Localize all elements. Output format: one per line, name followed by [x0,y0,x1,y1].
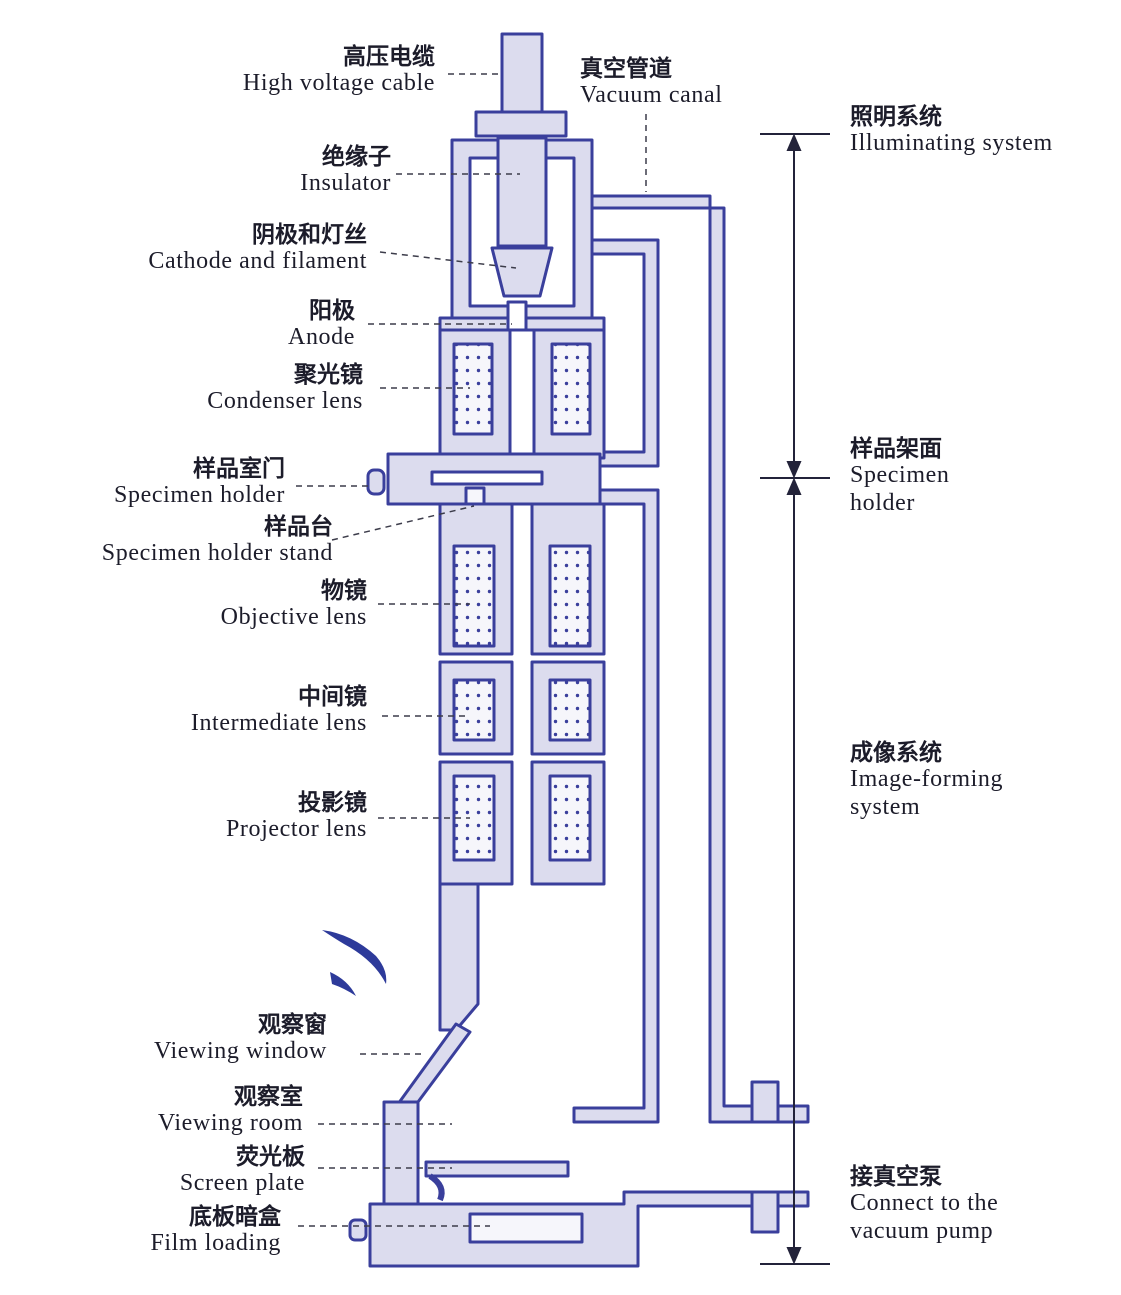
label-illuminating-zh: 照明系统 [850,104,942,130]
pump-port-upper [750,1080,780,1124]
vacuum-tubes [570,194,810,1124]
label-insulator-en: Insulator [300,170,391,197]
label-screen-plate-en: Screen plate [179,1170,305,1197]
label-objective: 物镜 Objective lens [221,578,367,632]
viewing-window-arm [396,1022,472,1112]
label-film-loading-zh: 底板暗盒 [189,1204,281,1230]
intermediate-coil-right-dots [550,680,590,740]
pump-port-lower [750,1190,780,1234]
label-film-loading-en: Film loading [150,1230,281,1257]
label-film-loading: 底板暗盒 Film loading [150,1204,281,1258]
label-specimen-plane-zh: 样品架面 [850,436,942,462]
label-objective-zh: 物镜 [321,578,367,604]
label-viewing-window: 观察窗 Viewing window [154,1012,327,1066]
label-projector-zh: 投影镜 [298,790,367,816]
label-intermediate: 中间镜 Intermediate lens [191,684,367,738]
label-specimen-stand: 样品台 Specimen holder stand [102,514,333,568]
lower-column [438,882,480,1032]
decorative-brush-stroke [322,930,387,996]
label-vacuum-pump-zh: 接真空泵 [850,1164,942,1190]
label-hv-cable-zh: 高压电缆 [343,44,435,70]
label-projector: 投影镜 Projector lens [226,790,367,844]
leader-specimen-stand [331,505,475,541]
label-insulator: 绝缘子 Insulator [300,144,391,198]
condenser-coil-right-dots [552,344,590,434]
system-brackets [760,133,830,1265]
label-hv-cable-en: High voltage cable [242,70,435,97]
label-specimen-door: 样品室门 Specimen holder [114,456,285,510]
label-vacuum-canal-en: Vacuum canal [580,82,723,109]
label-viewing-room-en: Viewing room [157,1110,303,1137]
condenser-coil-left-dots [454,344,492,434]
label-condenser: 聚光镜 Condenser lens [207,362,363,416]
film-handle [348,1218,368,1242]
vacuum-canal-outer [570,194,810,1124]
label-image-forming-system: 成像系统 Image-forming system [850,740,1003,822]
label-anode: 阳极 Anode [288,298,355,352]
screen-plate-shape [424,1160,570,1178]
viewing-room-wall [382,1100,420,1212]
film-tray [468,1212,584,1244]
label-viewing-window-zh: 观察窗 [258,1012,327,1038]
label-vacuum-canal: 真空管道 Vacuum canal [580,56,722,110]
objective-coil-right-dots [550,546,590,646]
label-anode-en: Anode [288,324,355,351]
label-hv-cable: 高压电缆 High voltage cable [243,44,435,98]
hv-cable-shape [500,32,544,116]
label-projector-en: Projector lens [225,816,367,843]
projector-coil-right-dots [550,776,590,860]
leader-cathode [379,251,517,269]
gun-top-cap [474,110,568,138]
label-viewing-window-en: Viewing window [154,1038,327,1065]
label-image-forming-zh: 成像系统 [850,740,942,766]
label-vacuum-pump-en-2: vacuum pump [850,1218,994,1245]
column-body [348,32,810,1268]
label-specimen-plane-en-2: holder [850,490,915,517]
label-vacuum-pump-en-1: Connect to the [850,1190,999,1217]
label-screen-plate: 荧光板 Screen plate [180,1144,305,1198]
specimen-door-knob [366,468,386,496]
label-specimen-door-zh: 样品室门 [193,456,285,482]
label-condenser-zh: 聚光镜 [294,362,363,388]
label-screen-plate-zh: 荧光板 [236,1144,305,1170]
label-intermediate-zh: 中间镜 [298,684,367,710]
label-anode-zh: 阳极 [309,298,355,324]
label-specimen-plane-en-1: Specimen [850,462,950,489]
label-specimen-stand-en: Specimen holder stand [101,540,333,567]
arrowhead-image-top [786,477,802,495]
specimen-rod [430,470,544,486]
label-image-forming-en-1: Image-forming [850,766,1004,793]
label-specimen-plane: 样品架面 Specimen holder [850,436,949,518]
objective-coil-left-dots [454,546,494,646]
insulator-shape [496,136,548,248]
label-cathode: 阴极和灯丝 Cathode and filament [148,222,367,276]
label-specimen-door-en: Specimen holder [114,482,285,509]
anode-aperture [506,300,528,332]
arrowhead-illuminating-bottom [786,461,802,479]
label-illuminating-en: Illuminating system [850,130,1053,157]
label-intermediate-en: Intermediate lens [190,710,367,737]
label-illuminating-system: 照明系统 Illuminating system [850,104,1053,158]
label-viewing-room-zh: 观察室 [234,1084,303,1110]
base-chamber [368,1190,810,1268]
label-viewing-room: 观察室 Viewing room [158,1084,303,1138]
screen-hinge [428,1173,445,1202]
label-specimen-stand-zh: 样品台 [264,514,333,540]
label-objective-en: Objective lens [220,604,367,631]
intermediate-coil-left-dots [454,680,494,740]
cathode-shape [490,246,554,298]
arrowhead-image-bottom [786,1247,802,1265]
label-vacuum-pump: 接真空泵 Connect to the vacuum pump [850,1164,998,1246]
label-cathode-en: Cathode and filament [148,248,367,275]
label-image-forming-en-2: system [850,794,921,821]
label-condenser-en: Condenser lens [207,388,363,415]
leader-lines [296,73,647,1227]
label-cathode-zh: 阴极和灯丝 [252,222,367,248]
label-vacuum-canal-zh: 真空管道 [580,56,672,82]
label-insulator-zh: 绝缘子 [322,144,391,170]
arrowhead-illuminating-top [786,133,802,151]
